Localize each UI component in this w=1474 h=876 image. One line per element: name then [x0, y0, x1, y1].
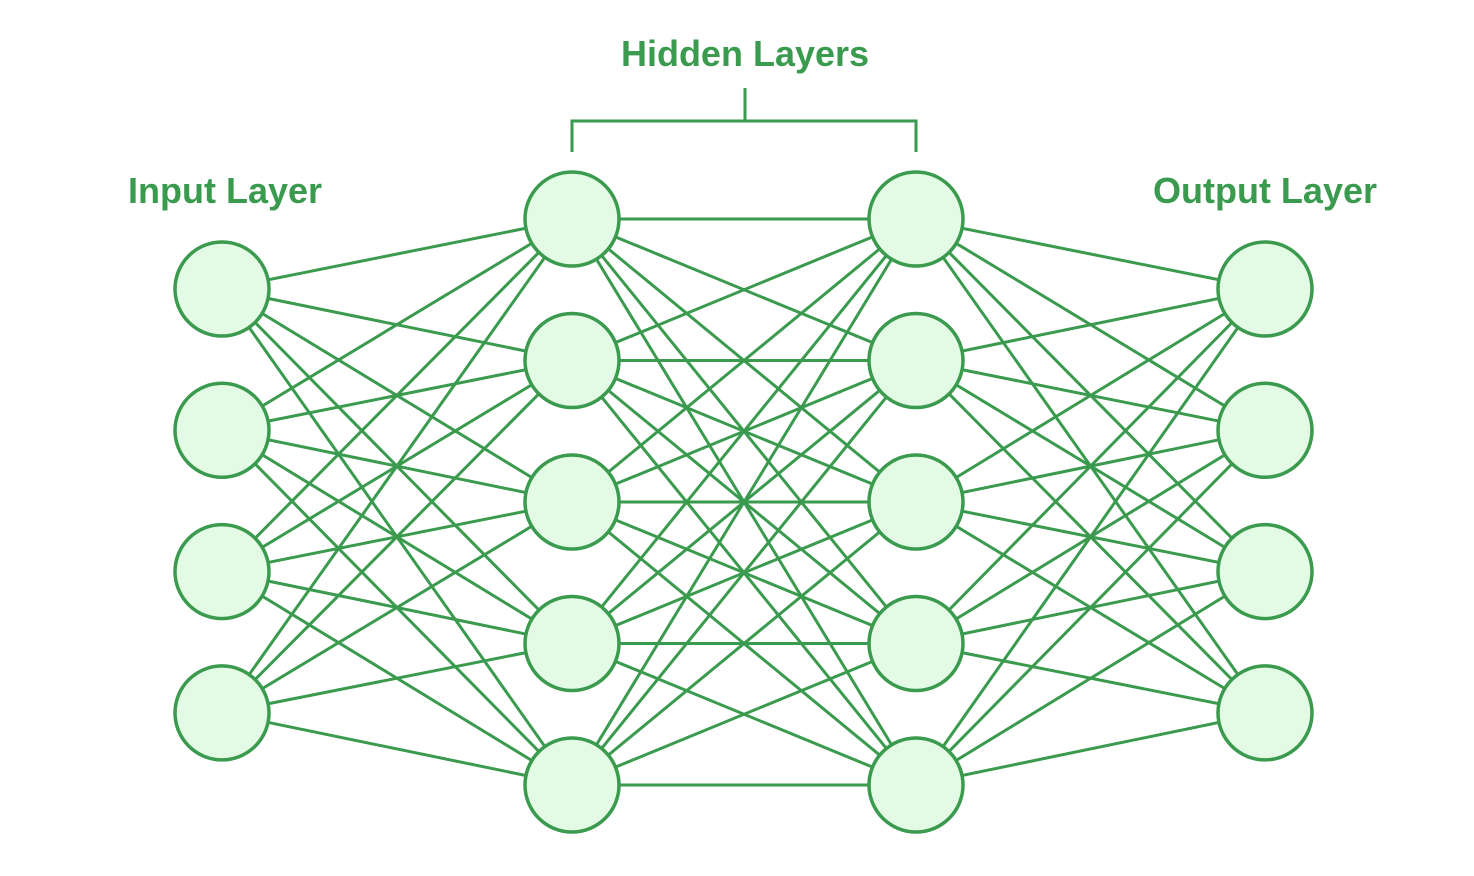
connection-line — [914, 288, 1267, 786]
connection-line — [571, 217, 917, 362]
hidden1-neuron — [523, 453, 621, 551]
neurons-group — [173, 170, 1314, 834]
connection-line — [220, 359, 574, 714]
connection-line — [221, 217, 573, 432]
input-neuron — [173, 240, 271, 338]
hidden2-neuron — [867, 170, 965, 268]
output-neuron — [1216, 522, 1314, 621]
connections-group — [220, 217, 1267, 787]
output-neuron — [1216, 240, 1314, 338]
input-layer-label: Input Layer — [128, 170, 322, 211]
connection-line — [220, 218, 574, 714]
connection-line — [915, 287, 1266, 504]
output-neuron — [1216, 664, 1314, 762]
connection-line — [221, 711, 573, 787]
input-neuron — [173, 664, 271, 762]
connection-line — [915, 287, 1266, 362]
output-layer-label: Output Layer — [1153, 170, 1377, 211]
hidden1-neuron — [523, 594, 621, 693]
connection-line — [221, 500, 573, 715]
connection-line — [570, 218, 918, 645]
connection-line — [571, 500, 917, 787]
connection-line — [915, 711, 1266, 787]
connection-line — [571, 642, 917, 787]
hidden2-neuron — [867, 594, 965, 693]
input-neuron — [173, 381, 271, 480]
connection-line — [571, 217, 917, 504]
output-neuron — [1216, 381, 1314, 480]
hidden1-neuron — [523, 736, 621, 834]
hidden1-neuron — [523, 170, 621, 268]
connection-line — [221, 217, 573, 291]
input-neuron — [173, 522, 271, 621]
connection-line — [220, 217, 574, 573]
hidden2-neuron — [867, 736, 965, 834]
hidden2-neuron — [867, 311, 965, 410]
hidden-layers-label: Hidden Layers — [621, 33, 869, 74]
connection-line — [915, 217, 1266, 291]
connection-line — [570, 218, 918, 786]
hidden2-neuron — [867, 453, 965, 551]
bracket-line — [570, 88, 918, 152]
hidden-layers-bracket — [570, 88, 918, 152]
connection-line — [570, 359, 918, 786]
connection-line — [914, 287, 1267, 645]
connection-line — [221, 642, 573, 715]
connection-line — [915, 570, 1266, 787]
hidden1-neuron — [523, 311, 621, 410]
connection-line — [914, 429, 1267, 787]
